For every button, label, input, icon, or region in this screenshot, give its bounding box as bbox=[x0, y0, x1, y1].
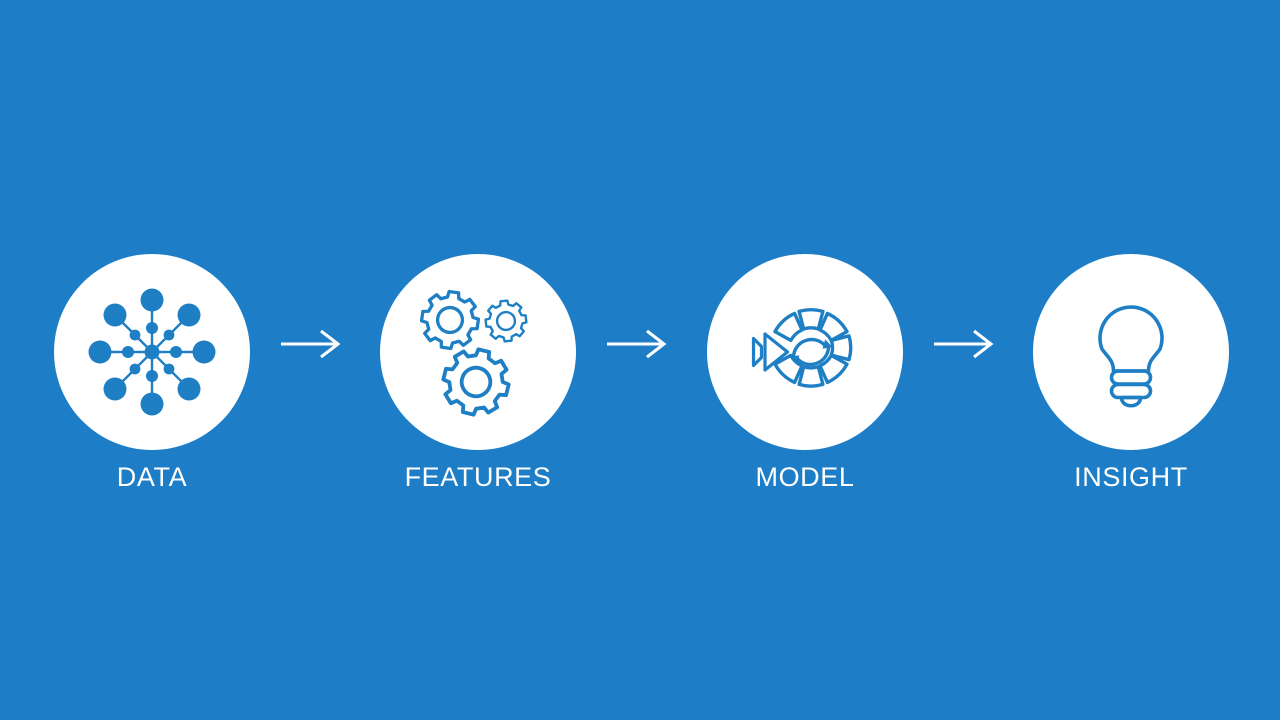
connector-arrow-2 bbox=[602, 326, 672, 362]
pipeline-step-features[interactable]: FEATURES bbox=[380, 254, 576, 494]
arrow-right-icon bbox=[607, 329, 667, 359]
lightbulb-icon bbox=[1098, 305, 1164, 408]
step-label-features: FEATURES bbox=[404, 462, 552, 492]
connector-arrow-1 bbox=[276, 326, 346, 362]
step-icon-circle-model bbox=[707, 254, 903, 450]
step-icon-circle-features bbox=[380, 254, 576, 450]
step-icon-circle-data bbox=[54, 254, 250, 450]
step-label-insight: INSIGHT bbox=[1074, 462, 1188, 492]
gears-icon bbox=[416, 286, 530, 418]
step-icon-circle-insight bbox=[1033, 254, 1229, 450]
step-label-data: DATA bbox=[116, 462, 188, 492]
network-hub-icon bbox=[88, 288, 216, 416]
connector-arrow-3 bbox=[929, 326, 999, 362]
arrow-right-icon bbox=[934, 329, 994, 359]
model-engine-icon bbox=[751, 308, 853, 388]
pipeline-step-model[interactable]: MODEL bbox=[707, 254, 903, 494]
pipeline-step-data[interactable]: DATA bbox=[54, 254, 250, 494]
arrow-right-icon bbox=[281, 329, 341, 359]
step-label-model: MODEL bbox=[755, 462, 855, 492]
pipeline-step-insight[interactable]: INSIGHT bbox=[1033, 254, 1229, 494]
